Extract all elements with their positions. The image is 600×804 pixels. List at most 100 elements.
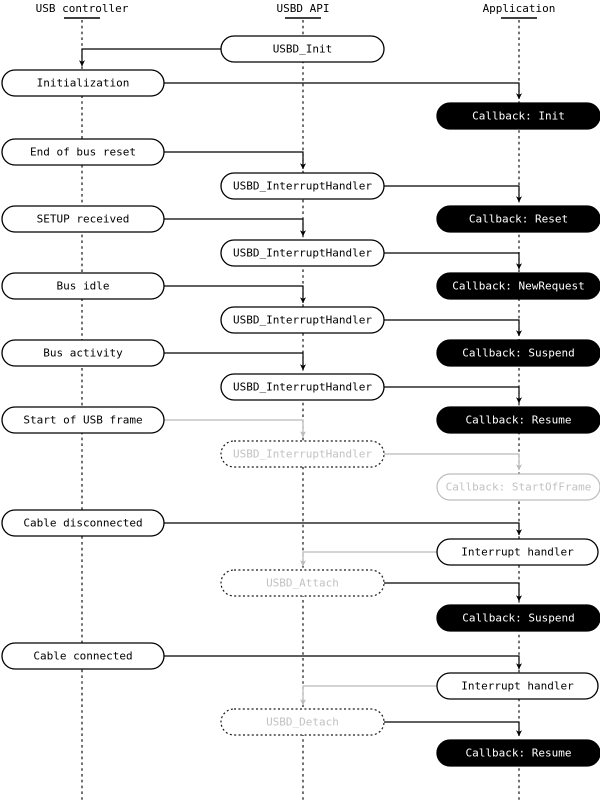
node-shape-callback-newrequest <box>436 272 600 300</box>
node-shape-callback-suspend-2 <box>436 604 600 632</box>
node-callback-newrequest[interactable]: Callback: NewRequest <box>436 272 600 300</box>
node-start-of-usb-frame[interactable]: Start of USB frame <box>1 406 165 434</box>
connector-c-init-to-initialization <box>79 48 221 67</box>
node-label-interrupt-handler-2: Interrupt handler <box>461 680 574 693</box>
node-interrupt-handler-1[interactable]: Interrupt handler <box>436 538 599 566</box>
connector-c-busactivity-to-int4 <box>164 352 307 371</box>
node-bus-idle[interactable]: Bus idle <box>1 272 165 300</box>
connector-c-int3-to-cbsuspend <box>384 319 523 337</box>
node-shape-callback-init <box>436 102 600 130</box>
node-callback-suspend-1[interactable]: Callback: Suspend <box>436 339 600 367</box>
node-usbd-detach[interactable]: USBD_Detach <box>220 708 385 736</box>
node-shape-bus-idle <box>1 272 165 300</box>
connector-c-int1-to-cbreset <box>384 185 523 203</box>
node-label-usbd-init: USBD_Init <box>273 43 333 56</box>
connector-c-sof-to-int5 <box>164 419 307 438</box>
node-cable-connected[interactable]: Cable connected <box>1 642 165 670</box>
lane-title-application: Application <box>483 2 556 15</box>
connector-c-busreset-to-int1 <box>164 151 307 170</box>
node-label-setup-received: SETUP received <box>37 213 130 226</box>
node-shape-cable-connected <box>1 642 165 670</box>
node-label-int-handler-5: USBD_InterruptHandler <box>233 448 372 461</box>
node-int-handler-4[interactable]: USBD_InterruptHandler <box>220 373 385 401</box>
node-shape-usbd-detach <box>220 708 385 736</box>
node-callback-suspend-2[interactable]: Callback: Suspend <box>436 604 600 632</box>
node-label-end-of-bus-reset: End of bus reset <box>30 146 136 159</box>
connector-c-detach-to-cbresume2 <box>384 721 523 737</box>
node-label-int-handler-4: USBD_InterruptHandler <box>233 381 372 394</box>
node-shape-bus-activity <box>1 339 165 367</box>
connector-c-int4-to-cbresume <box>384 386 523 404</box>
node-label-cable-disconnected: Cable disconnected <box>23 517 142 530</box>
node-initialization[interactable]: Initialization <box>1 69 165 97</box>
node-shape-callback-suspend-1 <box>436 339 600 367</box>
node-usbd-attach[interactable]: USBD_Attach <box>220 569 385 597</box>
node-callback-startofframe[interactable]: Callback: StartOfFrame <box>436 473 600 501</box>
node-label-bus-activity: Bus activity <box>43 347 123 360</box>
node-label-int-handler-1: USBD_InterruptHandler <box>233 180 372 193</box>
node-int-handler-3[interactable]: USBD_InterruptHandler <box>220 306 385 334</box>
node-shape-usbd-attach <box>220 569 385 597</box>
node-shape-callback-reset <box>436 205 600 233</box>
connector-c-cableconn-to-ih2 <box>164 655 523 670</box>
node-end-of-bus-reset[interactable]: End of bus reset <box>1 138 165 166</box>
node-shape-interrupt-handler-2 <box>436 672 599 700</box>
node-usbd-init[interactable]: USBD_Init <box>220 35 385 63</box>
connector-c-initialization-to-cbinit <box>164 82 523 100</box>
node-label-usbd-attach: USBD_Attach <box>266 577 339 590</box>
node-int-handler-5[interactable]: USBD_InterruptHandler <box>220 440 385 468</box>
node-label-initialization: Initialization <box>37 77 130 90</box>
node-callback-resume-2[interactable]: Callback: Resume <box>436 739 600 767</box>
node-shape-int-handler-4 <box>220 373 385 401</box>
node-shape-start-of-usb-frame <box>1 406 165 434</box>
node-label-callback-reset: Callback: Reset <box>469 213 568 226</box>
node-shape-int-handler-3 <box>220 306 385 334</box>
connector-c-cabledisc-to-ih1 <box>164 522 523 536</box>
node-shape-int-handler-2 <box>220 239 385 267</box>
node-shape-int-handler-5 <box>220 440 385 468</box>
node-label-callback-resume-2: Callback: Resume <box>466 747 572 760</box>
node-shape-int-handler-1 <box>220 172 385 200</box>
node-shape-callback-startofframe <box>436 473 600 501</box>
node-interrupt-handler-2[interactable]: Interrupt handler <box>436 672 599 700</box>
node-shape-callback-resume-2 <box>436 739 600 767</box>
connector-c-setup-to-int2 <box>164 218 307 237</box>
node-label-callback-init: Callback: Init <box>472 110 565 123</box>
node-label-callback-suspend-1: Callback: Suspend <box>462 347 575 360</box>
node-shape-usbd-init <box>220 35 385 63</box>
connector-c-int2-to-cbnewreq <box>384 252 523 270</box>
node-label-cable-connected: Cable connected <box>33 650 132 663</box>
node-shape-cable-disconnected <box>1 509 165 537</box>
lane-title-usb-controller: USB controller <box>36 2 129 15</box>
node-callback-resume-1[interactable]: Callback: Resume <box>436 406 600 434</box>
node-cable-disconnected[interactable]: Cable disconnected <box>1 509 165 537</box>
node-callback-init[interactable]: Callback: Init <box>436 102 600 130</box>
node-int-handler-2[interactable]: USBD_InterruptHandler <box>220 239 385 267</box>
node-setup-received[interactable]: SETUP received <box>1 205 165 233</box>
connector-c-busidle-to-int3 <box>164 285 307 304</box>
node-shape-end-of-bus-reset <box>1 138 165 166</box>
lane-title-usbd-api: USBD API <box>277 2 330 15</box>
node-label-callback-resume-1: Callback: Resume <box>466 414 572 427</box>
node-shape-callback-resume-1 <box>436 406 600 434</box>
node-bus-activity[interactable]: Bus activity <box>1 339 165 367</box>
connector-c-ih1-to-attach <box>300 551 437 567</box>
node-label-callback-newrequest: Callback: NewRequest <box>452 280 584 293</box>
node-int-handler-1[interactable]: USBD_InterruptHandler <box>220 172 385 200</box>
node-label-int-handler-2: USBD_InterruptHandler <box>233 247 372 260</box>
connector-c-int5-to-cbsof <box>384 453 523 471</box>
node-label-start-of-usb-frame: Start of USB frame <box>23 414 142 427</box>
node-shape-setup-received <box>1 205 165 233</box>
connector-c-ih2-to-detach <box>300 685 437 706</box>
node-callback-reset[interactable]: Callback: Reset <box>436 205 600 233</box>
connector-layer <box>79 48 523 737</box>
node-label-callback-startofframe: Callback: StartOfFrame <box>446 481 592 494</box>
node-label-callback-suspend-2: Callback: Suspend <box>462 612 575 625</box>
node-label-bus-idle: Bus idle <box>57 280 110 293</box>
node-shape-interrupt-handler-1 <box>436 538 599 566</box>
node-label-interrupt-handler-1: Interrupt handler <box>461 546 574 559</box>
connector-c-attach-to-cbsuspend2 <box>384 582 523 602</box>
